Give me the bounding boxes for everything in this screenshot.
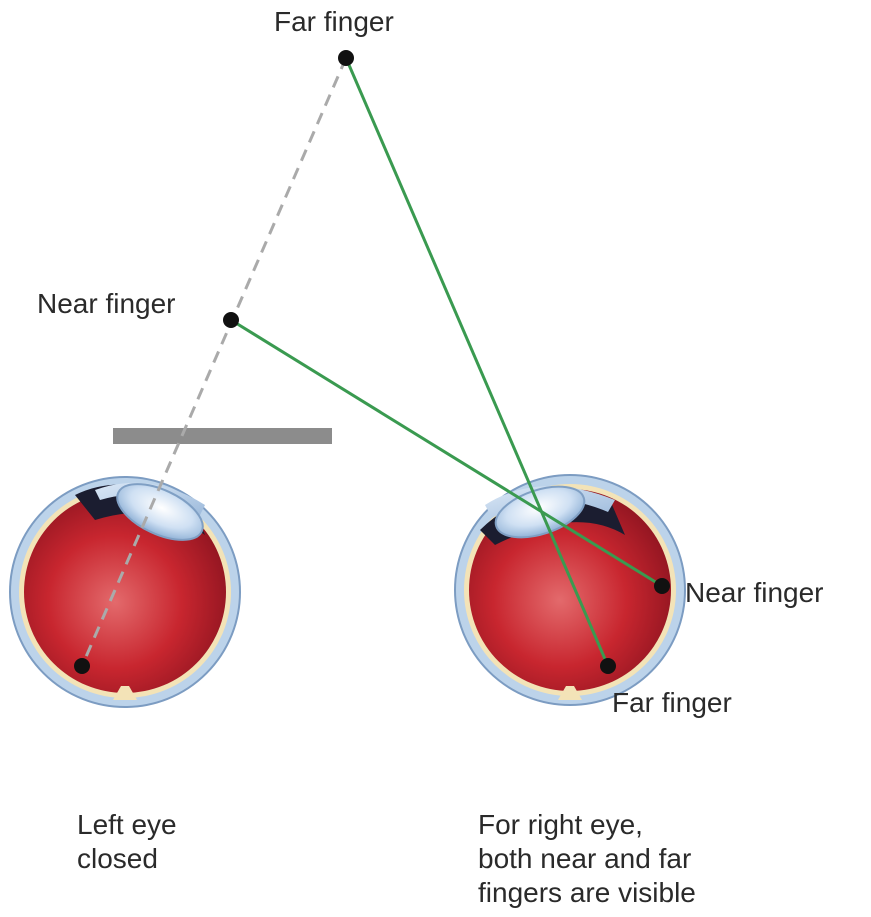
near-finger-sight-line — [231, 320, 662, 586]
right-eye-near-image-dot — [654, 578, 670, 594]
near-finger-label-right: Near finger — [685, 576, 824, 610]
right-caption-line-1: For right eye, — [478, 808, 696, 842]
near-finger-dot — [223, 312, 239, 328]
left-eye — [10, 473, 240, 707]
right-eye — [455, 475, 685, 705]
left-caption-line-2: closed — [77, 842, 177, 876]
far-finger-label-top: Far finger — [274, 5, 394, 39]
left-caption-line-1: Left eye — [77, 808, 177, 842]
right-eye-caption: For right eye, both near and far fingers… — [478, 808, 696, 910]
far-finger-dot — [338, 50, 354, 66]
far-finger-label-right: Far finger — [612, 686, 732, 720]
right-caption-line-3: fingers are visible — [478, 876, 696, 910]
right-caption-line-2: both near and far — [478, 842, 696, 876]
near-finger-label-left: Near finger — [37, 287, 176, 321]
left-eye-retina-dot — [74, 658, 90, 674]
right-eye-far-image-dot — [600, 658, 616, 674]
occluder-bar — [113, 428, 332, 444]
left-eye-caption: Left eye closed — [77, 808, 177, 876]
